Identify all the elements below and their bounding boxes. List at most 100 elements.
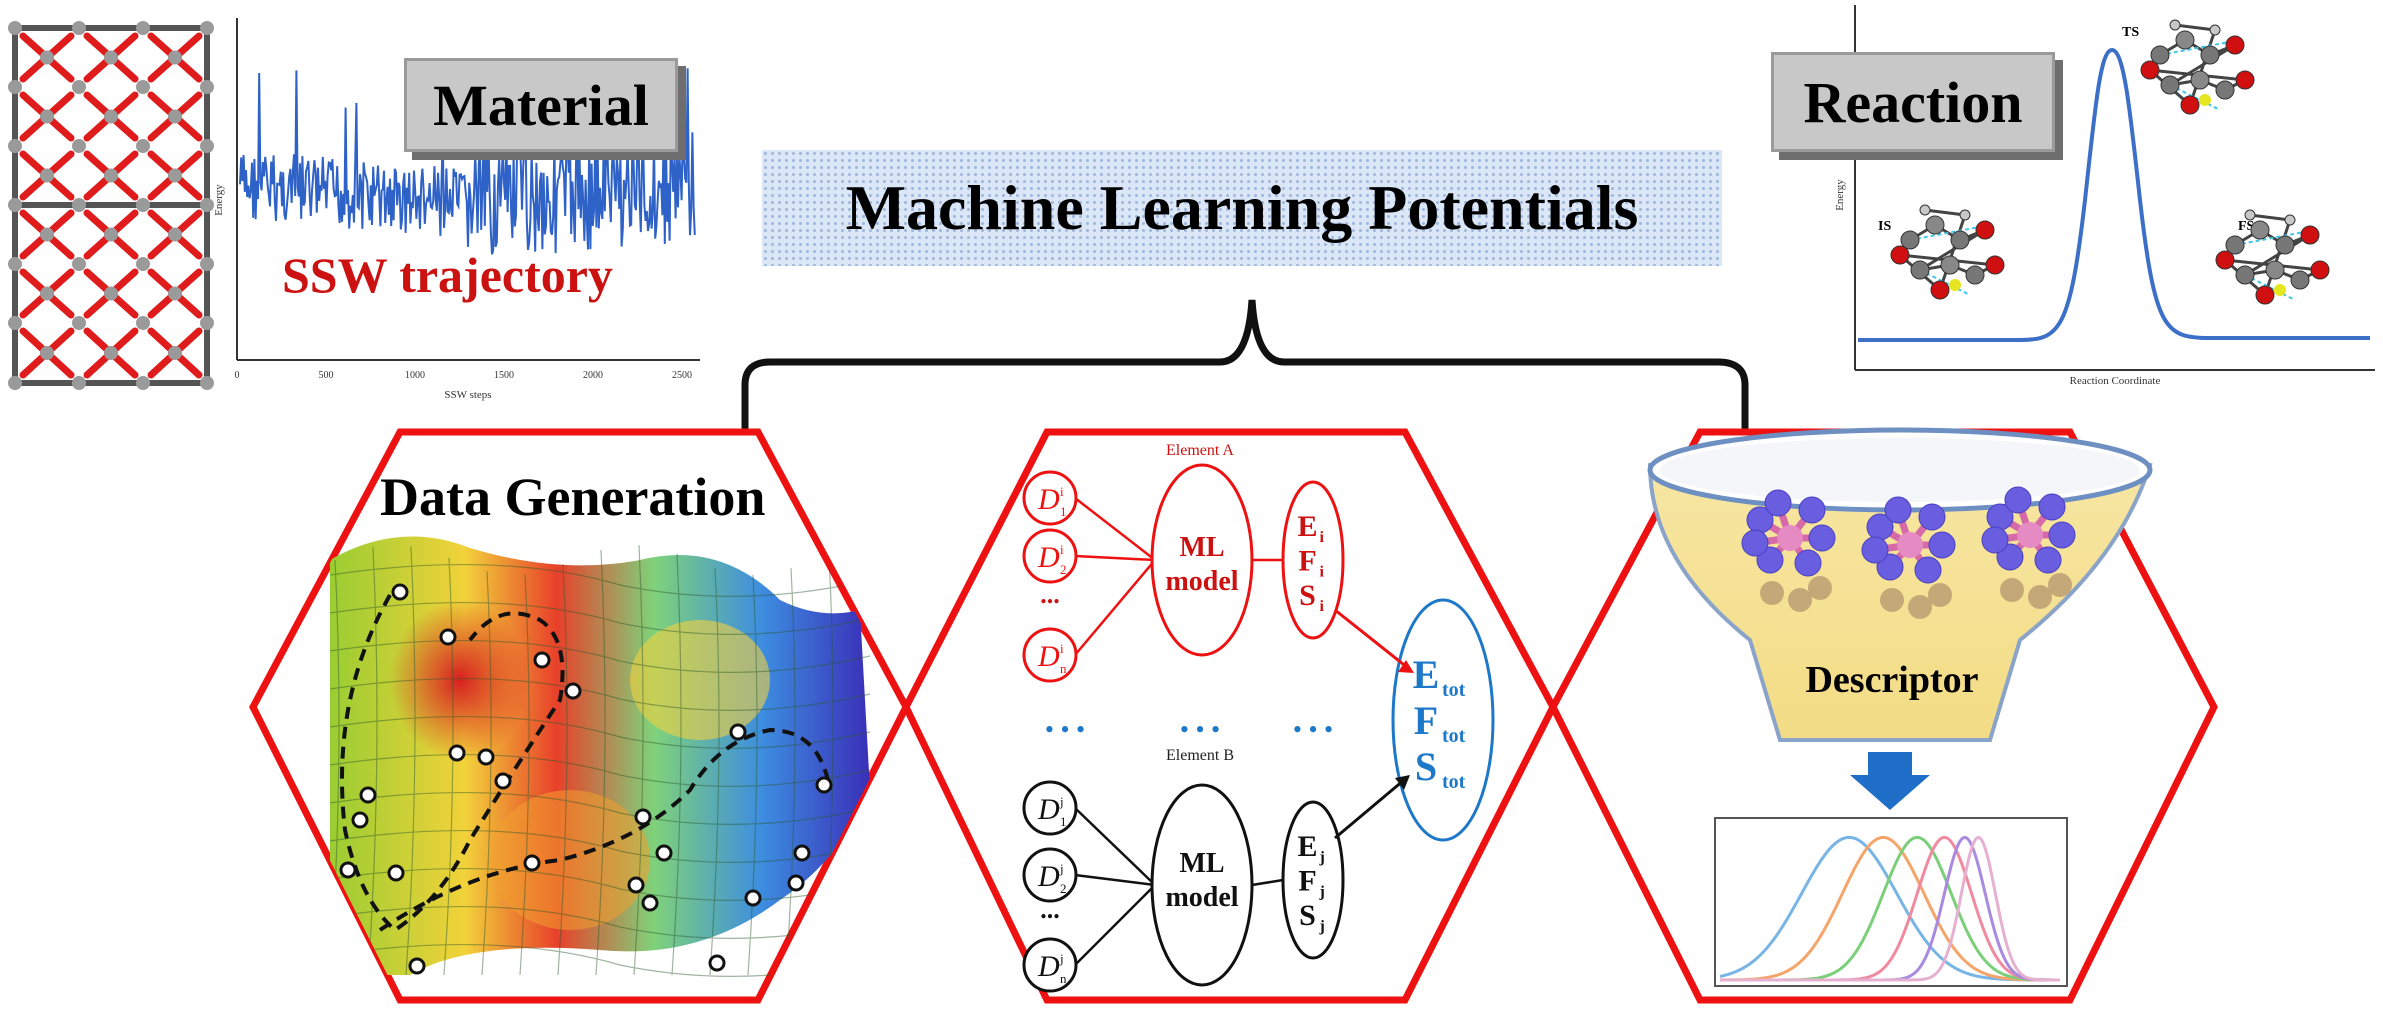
title-banner: Machine Learning Potentials	[762, 150, 1722, 266]
lattice-atom	[72, 257, 86, 271]
sample-point	[708, 954, 726, 972]
lattice-atom	[40, 227, 54, 242]
svg-text:1: 1	[1060, 504, 1067, 519]
descriptor-molecule-1	[1741, 489, 1836, 612]
sample-point	[523, 854, 541, 872]
svg-text:2: 2	[1060, 562, 1067, 577]
distribution-curve-6	[1720, 835, 2060, 982]
sampling-path-1	[340, 594, 565, 933]
svg-text:S: S	[1299, 579, 1316, 612]
output-j-node	[1281, 800, 1345, 960]
svg-text:j: j	[1059, 794, 1064, 809]
reaction-label: Reaction	[1771, 52, 2055, 152]
svg-text:n: n	[1060, 971, 1067, 986]
sampling-path-2	[378, 727, 832, 932]
lattice-atom	[104, 346, 118, 360]
svg-text:F: F	[1298, 545, 1316, 578]
lattice-atom	[72, 139, 86, 153]
reaction-x-axis-label: Reaction Coordinate	[2070, 375, 2161, 387]
ssw-x-tick-label: 0	[235, 370, 240, 381]
svg-text:tot: tot	[1442, 725, 1466, 747]
distribution-curve-2	[1719, 835, 2060, 982]
svg-text:E: E	[1413, 652, 1440, 697]
svg-text:S: S	[1299, 899, 1316, 932]
svg-text:F: F	[1414, 698, 1438, 743]
svg-text:S: S	[1415, 744, 1437, 789]
lattice-atom	[104, 286, 118, 301]
lattice-atom	[8, 316, 22, 330]
lattice-atom	[168, 227, 182, 242]
dots-left: • • •	[1045, 715, 1085, 744]
ml-model-a-node	[1150, 463, 1254, 657]
lattice-atom	[200, 80, 214, 94]
ts-molecule	[2140, 19, 2255, 115]
sample-point	[351, 811, 369, 829]
ssw-x-tick-label: 2000	[583, 370, 603, 381]
data-generation-label: Data Generation	[380, 467, 765, 527]
output-i-node	[1281, 480, 1345, 640]
lattice-atom	[8, 80, 22, 94]
svg-text:2: 2	[1060, 881, 1067, 896]
svg-text:n: n	[1060, 661, 1067, 676]
descriptor-funnel: Descriptor	[1647, 427, 2153, 810]
lattice-atom	[136, 80, 150, 94]
crystal-lattice-image	[8, 21, 214, 390]
down-arrow-icon	[1850, 752, 1930, 810]
descriptor-molecule-3	[1981, 486, 2076, 609]
lattice-atom	[8, 257, 22, 271]
lattice-atom	[72, 198, 86, 212]
element-b-label: Element B	[1166, 747, 1234, 764]
ssw-x-tick-label: 2500	[672, 370, 692, 381]
lattice-atom	[40, 168, 54, 183]
ml-model-a-title: ML	[1179, 532, 1224, 563]
svg-text:i: i	[1320, 564, 1325, 581]
final-state-label: FS	[2238, 219, 2255, 234]
svg-text:i: i	[1060, 484, 1064, 499]
svg-text:i: i	[1320, 529, 1325, 546]
svg-text:j: j	[1319, 849, 1325, 866]
sample-point	[408, 957, 426, 975]
sample-point	[793, 844, 811, 862]
sample-point	[533, 651, 551, 669]
ssw-x-tick-label: 500	[319, 370, 334, 381]
lattice-atom	[168, 50, 182, 65]
svg-text:j: j	[1059, 951, 1064, 966]
lattice-atom	[8, 21, 22, 35]
sample-point	[477, 748, 495, 766]
sample-point	[494, 772, 512, 790]
sample-point	[744, 889, 762, 907]
lattice-atom	[8, 198, 22, 212]
sample-point	[655, 844, 673, 862]
reaction-energy-profile: Energy Reaction Coordinate TS IS FS	[1834, 5, 2375, 387]
sample-point	[391, 583, 409, 601]
element-a-label: Element A	[1166, 442, 1234, 459]
sample-point	[787, 874, 805, 892]
svg-text:D: D	[1037, 483, 1060, 516]
inputs-b-ellipsis: ...	[1040, 895, 1060, 924]
sample-point	[439, 628, 457, 646]
lattice-atom	[40, 346, 54, 360]
hexagon-ml-model	[902, 428, 1557, 1004]
svg-text:j: j	[1319, 918, 1325, 935]
hexagon-data-generation	[249, 428, 910, 1004]
sample-point	[815, 776, 833, 794]
svg-text:F: F	[1298, 865, 1316, 898]
lattice-atom	[168, 286, 182, 301]
descriptor-molecule-2	[1861, 496, 1956, 619]
lattice-atom	[72, 80, 86, 94]
fs-molecule	[2215, 209, 2330, 305]
ssw-x-tick-label: 1500	[494, 370, 514, 381]
ssw-trajectory-label: SSW trajectory	[282, 247, 613, 303]
reaction-energy-curve	[1858, 47, 2370, 342]
ml-model-b-subtitle: model	[1165, 882, 1238, 913]
lattice-atom	[136, 376, 150, 390]
lattice-atom	[200, 257, 214, 271]
lattice-atom	[8, 139, 22, 153]
